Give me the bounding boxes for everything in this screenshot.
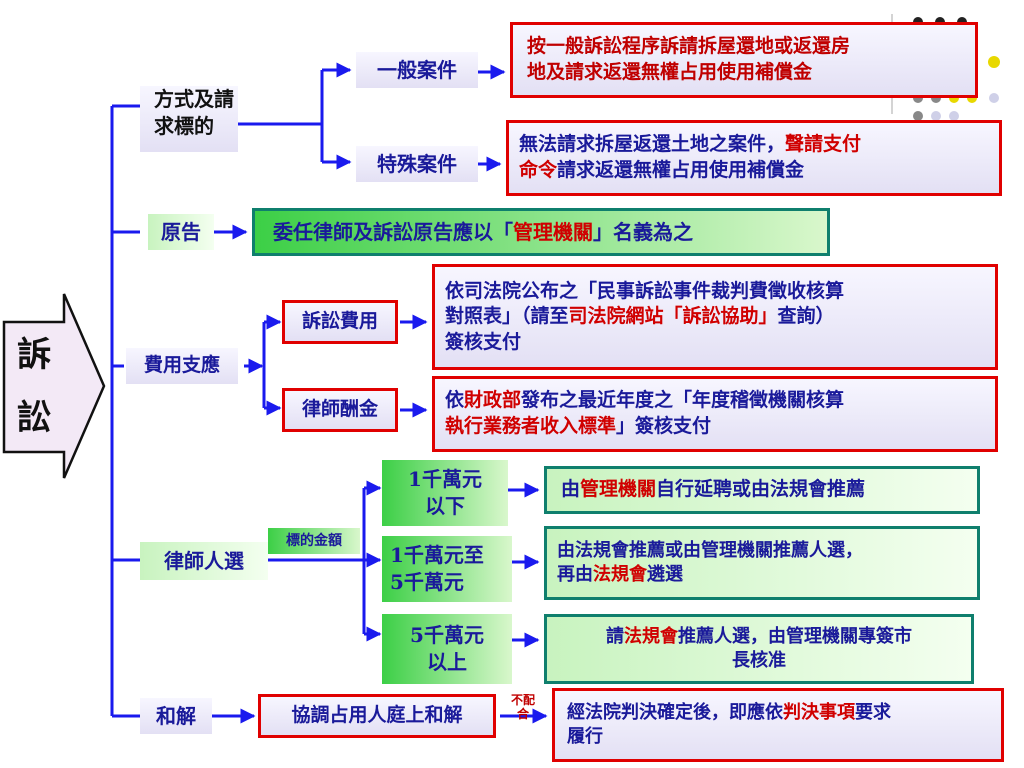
tier-1-label-2: 以下 — [425, 494, 465, 518]
tier-3-label-1: 5千萬元 — [410, 623, 484, 647]
no-match-label-2: 合 — [516, 707, 529, 721]
tier-3-desc-line-2: 長核准 — [732, 650, 786, 671]
litigation-fee-desc-line-1: 依司法院公布之「民事訴訟事件裁判費徵收核算 — [445, 279, 845, 302]
branch-plaintiff-label: 原告 — [161, 219, 201, 244]
litigation-fee-desc-text-a: 對照表」（請至 — [445, 305, 569, 328]
amount-label: 標的金額 — [268, 528, 360, 554]
tier-2-label-1: 1千萬元至 — [390, 543, 484, 567]
root-label-2: 訟 — [17, 397, 51, 438]
tier-2-label-2: 5千萬元 — [390, 570, 464, 594]
settle-result-desc: 經法院判決確定後，即應依判決事項要求 履行 — [552, 688, 1004, 762]
settle-result-text-c: 要求 — [855, 701, 891, 723]
special-case-desc-emph-a: 聲請支付 — [785, 133, 862, 156]
tier-3-desc: 請法規會推薦人選，由管理機關專簽市 長核准 — [544, 614, 974, 684]
tier-1-desc-emph: 管理機關 — [580, 478, 657, 501]
node-special-case-label: 特殊案件 — [377, 151, 457, 176]
node-lawyer-fee: 律師酬金 — [282, 388, 398, 432]
special-case-desc-text-b: 請求返還無權占用使用補償金 — [557, 159, 805, 181]
tier-2-desc-text-c: 遴選 — [647, 564, 683, 585]
tier-1-label-1: 1千萬元 — [408, 467, 482, 491]
node-litigation-fee-label: 訴訟費用 — [301, 310, 378, 333]
tier-2-desc-line-1: 由法規會推薦或由管理機關推薦人選， — [557, 539, 863, 561]
settle-result-line-2: 履行 — [567, 726, 603, 747]
tier-1-desc-text-a: 由 — [561, 478, 581, 501]
tier-3-desc-emph: 法規會 — [624, 625, 678, 647]
root-label-1: 訴 — [17, 334, 51, 375]
node-coordinate-settle: 協調占用人庭上和解 — [258, 694, 496, 738]
plaintiff-desc-text-a: 委任律師及訴訟原告應以「 — [273, 219, 513, 244]
general-case-desc: 按一般訴訟程序訴請拆屋還地或返還房 地及請求返還無權占用使用補償金 — [510, 22, 978, 98]
lawyer-fee-desc-emph-b: 執行業務者收入標準 — [445, 415, 617, 437]
tier-2-desc-text-a: 再由 — [557, 564, 593, 585]
node-lawyer-fee-label: 律師酬金 — [301, 398, 378, 421]
litigation-fee-desc-emph: 司法院網站「訴訟協助」 — [568, 305, 778, 328]
branch-lawyer: 律師人選 — [140, 542, 268, 580]
tier-1-desc: 由管理機關自行延聘或由法規會推薦 — [544, 466, 980, 514]
branch-plaintiff: 原告 — [148, 214, 214, 250]
tier-1: 1千萬元 以下 — [382, 460, 508, 526]
root-node: 訴 訟 — [6, 324, 62, 450]
special-case-desc-text-a: 無法請求拆屋返還土地之案件， — [519, 133, 786, 156]
lawyer-fee-desc-text-d: 」簽核支付 — [616, 415, 712, 437]
tier-3-label-2: 以上 — [427, 650, 467, 674]
tier-2: 1千萬元至 5千萬元 — [382, 536, 512, 602]
branch-method: 方式及請 求標的 — [140, 86, 238, 152]
root-arrow-shape — [2, 293, 106, 479]
lawyer-fee-desc-emph-a: 財政部 — [464, 389, 522, 412]
plaintiff-desc-emph: 管理機關 — [513, 219, 593, 244]
tier-2-desc-emph: 法規會 — [593, 564, 647, 585]
amount-label-text: 標的金額 — [286, 532, 342, 549]
special-case-desc-emph-b: 命令 — [519, 159, 558, 181]
tier-3: 5千萬元 以上 — [382, 614, 512, 684]
branch-fees: 費用支應 — [126, 348, 238, 384]
plaintiff-desc: 委任律師及訴訟原告應以「管理機關」名義為之 — [252, 208, 830, 256]
settle-result-text-a: 經法院判決確定後，即應依 — [567, 701, 783, 723]
node-special-case: 特殊案件 — [356, 146, 478, 182]
lawyer-fee-desc: 依財政部發布之最近年度之「年度稽徵機關核算 執行業務者收入標準」簽核支付 — [432, 376, 998, 452]
tier-1-desc-text-c: 自行延聘或由法規會推薦 — [656, 478, 866, 501]
branch-lawyer-label: 律師人選 — [164, 548, 244, 573]
general-case-desc-line-1: 按一般訴訟程序訴請拆屋還地或返還房 — [527, 35, 851, 58]
settle-result-emph: 判決事項 — [783, 701, 855, 723]
branch-settle: 和解 — [140, 698, 212, 734]
special-case-desc: 無法請求拆屋返還土地之案件，聲請支付 命令請求返還無權占用使用補償金 — [506, 120, 1002, 196]
node-litigation-fee: 訴訟費用 — [282, 300, 398, 344]
no-match-label: 不配 合 — [508, 690, 538, 724]
tier-3-desc-text-c: 推薦人選，由管理機關專簽市 — [678, 625, 912, 647]
litigation-fee-desc-line-3: 簽核支付 — [445, 330, 522, 353]
lawyer-fee-desc-text-a: 依 — [445, 389, 465, 412]
tier-2-desc: 由法規會推薦或由管理機關推薦人選， 再由法規會遴選 — [544, 526, 980, 600]
tier-3-desc-text-a: 請 — [606, 625, 624, 647]
node-general-case-label: 一般案件 — [377, 57, 457, 82]
node-general-case: 一般案件 — [356, 52, 478, 88]
node-coordinate-settle-label: 協調占用人庭上和解 — [291, 704, 463, 727]
plaintiff-desc-text-c: 」名義為之 — [593, 219, 693, 244]
branch-settle-label: 和解 — [156, 703, 196, 728]
lawyer-fee-desc-text-c: 發布之最近年度之「年度稽徵機關核算 — [521, 389, 845, 412]
general-case-desc-line-2: 地及請求返還無權占用使用補償金 — [527, 61, 813, 83]
branch-method-label-2: 求標的 — [154, 114, 214, 138]
branch-fees-label: 費用支應 — [143, 354, 220, 377]
litigation-fee-desc: 依司法院公布之「民事訴訟事件裁判費徵收核算 對照表」（請至司法院網站「訴訟協助」… — [432, 264, 998, 370]
litigation-fee-desc-text-c: 查詢） — [777, 305, 835, 328]
branch-method-label-1: 方式及請 — [154, 87, 234, 111]
no-match-label-1: 不配 — [510, 692, 535, 707]
